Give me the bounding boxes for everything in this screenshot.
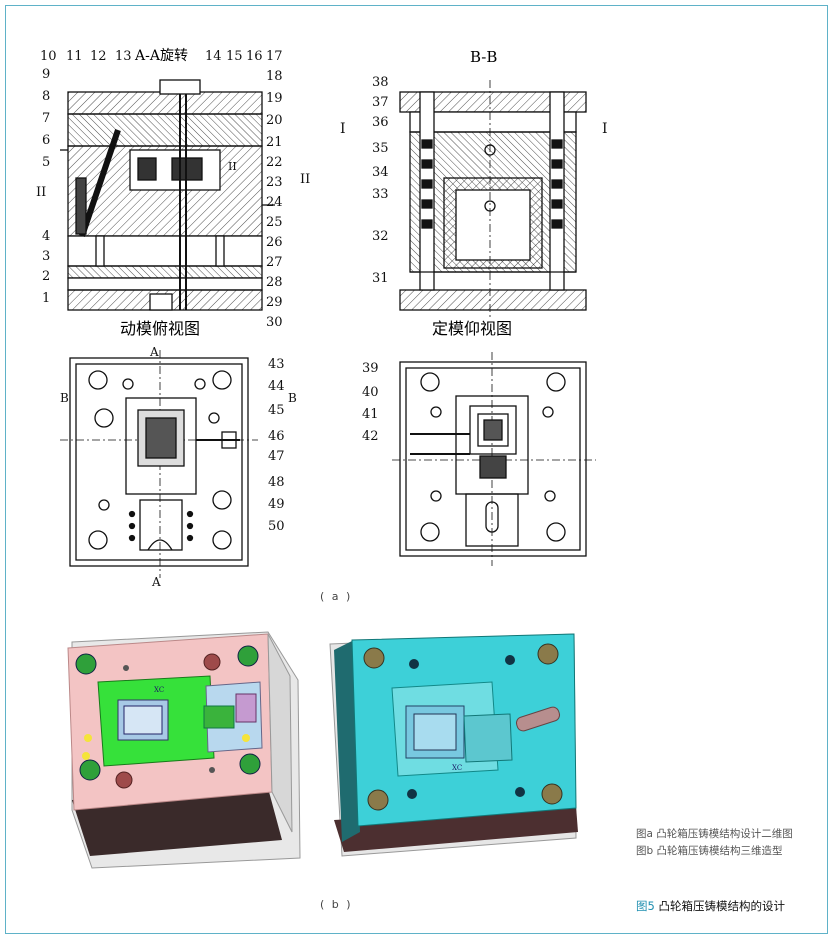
callout-47: 47 bbox=[268, 449, 285, 464]
fixed-plate-view bbox=[392, 352, 596, 566]
marker-ii-right: II bbox=[300, 172, 310, 187]
figure-title: 图5 凸轮箱压铸模结构的设计 bbox=[636, 898, 785, 914]
marker-a-top: A bbox=[149, 345, 159, 359]
callout-12: 12 bbox=[90, 49, 107, 64]
section-bb-drawing bbox=[399, 80, 587, 320]
callouts-aa: 10 11 12 13 14 15 16 17 18 19 9 8 7 6 5 … bbox=[36, 49, 310, 330]
figure-frame bbox=[5, 5, 828, 934]
callout-17: 17 bbox=[266, 49, 283, 64]
label-a: ( a ) bbox=[320, 590, 353, 603]
figure-title-text: 凸轮箱压铸模结构的设计 bbox=[658, 899, 785, 913]
callout-20: 20 bbox=[266, 113, 283, 128]
callouts-fixed-view: 39 40 41 42 bbox=[362, 361, 379, 444]
callouts-moving-view: A A B B 43 44 45 46 47 48 49 50 bbox=[60, 345, 297, 589]
callout-8: 8 bbox=[42, 89, 50, 104]
callout-27: 27 bbox=[266, 255, 283, 270]
moving-plate-view bbox=[60, 350, 258, 578]
callout-49: 49 bbox=[268, 497, 285, 512]
callout-37: 37 bbox=[372, 95, 389, 110]
title-bb: B-B bbox=[470, 48, 497, 66]
callout-3: 3 bbox=[42, 249, 50, 264]
callout-2: 2 bbox=[42, 269, 50, 284]
title-moving-view: 动模俯视图 bbox=[120, 319, 200, 338]
callout-44: 44 bbox=[268, 379, 285, 394]
callout-1: 1 bbox=[42, 291, 50, 306]
marker-ii-left: II bbox=[36, 185, 46, 200]
callout-39: 39 bbox=[362, 361, 379, 376]
callout-23: 23 bbox=[266, 175, 283, 190]
axis-label-left: XC bbox=[154, 686, 164, 694]
callout-36: 36 bbox=[372, 115, 389, 130]
marker-a-bottom: A bbox=[151, 575, 161, 589]
callout-19: 19 bbox=[266, 91, 283, 106]
callout-16: 16 bbox=[246, 49, 263, 64]
title-fixed-view: 定模仰视图 bbox=[432, 319, 512, 338]
callout-41: 41 bbox=[362, 407, 379, 422]
drawing-2d: A-A旋转 B-B 动模俯视图 定模仰视图 10 11 12 13 14 15 … bbox=[36, 48, 608, 589]
callout-48: 48 bbox=[268, 475, 285, 490]
callout-34: 34 bbox=[372, 165, 389, 180]
callout-21: 21 bbox=[266, 135, 283, 150]
title-aa: A-A旋转 bbox=[134, 48, 188, 64]
caption-b: 图b 凸轮箱压铸模结构三维造型 bbox=[636, 845, 783, 857]
axis-label-right: XC bbox=[452, 764, 462, 772]
callout-32: 32 bbox=[372, 229, 389, 244]
callout-26: 26 bbox=[266, 235, 283, 250]
callout-45: 45 bbox=[268, 403, 285, 418]
callout-4: 4 bbox=[42, 229, 50, 244]
callout-11: 11 bbox=[66, 49, 83, 64]
marker-i-right: I bbox=[602, 121, 608, 137]
label-b: ( b ) bbox=[320, 898, 353, 911]
callout-9: 9 bbox=[42, 67, 50, 82]
callout-28: 28 bbox=[266, 275, 283, 290]
callout-42: 42 bbox=[362, 429, 379, 444]
marker-b-left: B bbox=[60, 391, 69, 405]
callout-15: 15 bbox=[226, 49, 243, 64]
callout-40: 40 bbox=[362, 385, 379, 400]
callouts-bb: 38 37 36 35 34 33 32 31 I I bbox=[340, 75, 608, 286]
marker-ii-inner: II bbox=[228, 160, 237, 173]
callout-14: 14 bbox=[205, 49, 222, 64]
callout-46: 46 bbox=[268, 429, 285, 444]
section-aa-drawing bbox=[60, 79, 275, 311]
callout-50: 50 bbox=[268, 519, 285, 534]
marker-i-left: I bbox=[340, 121, 346, 137]
callout-5: 5 bbox=[42, 155, 50, 170]
callout-31: 31 bbox=[372, 271, 389, 286]
moving-half-3d: XC bbox=[67, 631, 301, 869]
callout-22: 22 bbox=[266, 155, 283, 170]
callout-38: 38 bbox=[372, 75, 389, 90]
callout-43: 43 bbox=[268, 357, 285, 372]
callout-13: 13 bbox=[115, 49, 132, 64]
fixed-half-3d: XC bbox=[329, 633, 578, 857]
render-3d: XC XC bbox=[67, 631, 578, 869]
callout-25: 25 bbox=[266, 215, 283, 230]
callout-30: 30 bbox=[266, 315, 283, 330]
caption-a: 图a 凸轮箱压铸模结构设计二维图 bbox=[636, 828, 793, 840]
callout-6: 6 bbox=[42, 133, 50, 148]
marker-b-right: B bbox=[288, 391, 297, 405]
callout-10: 10 bbox=[40, 49, 57, 64]
figure-lead: 图5 bbox=[636, 899, 655, 913]
callout-33: 33 bbox=[372, 187, 389, 202]
callout-18: 18 bbox=[266, 69, 283, 84]
callout-29: 29 bbox=[266, 295, 283, 310]
callout-7: 7 bbox=[42, 111, 50, 126]
callout-35: 35 bbox=[372, 141, 389, 156]
callout-24: 24 bbox=[266, 195, 283, 210]
